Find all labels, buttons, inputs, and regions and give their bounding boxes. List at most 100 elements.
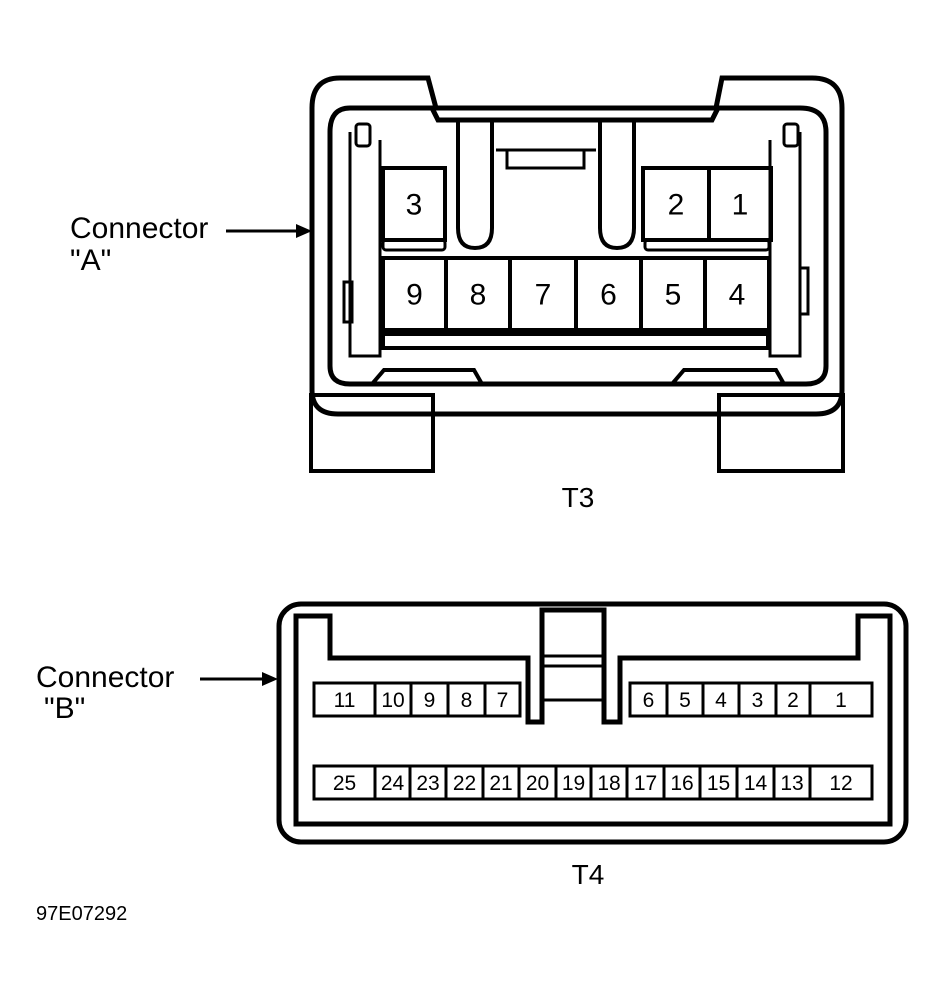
pin-cell: 1	[808, 681, 874, 718]
pin-number: 4	[729, 279, 746, 312]
pin-number: 12	[829, 772, 852, 795]
pin-cell: 1	[707, 166, 773, 242]
connector-a-left-notch	[342, 280, 354, 324]
pin-number: 9	[406, 279, 423, 312]
figure-code: 97E07292	[36, 903, 127, 925]
pin-cell: 3	[381, 166, 447, 242]
pin-number: 10	[381, 689, 404, 712]
pin-number: 13	[780, 772, 803, 795]
pin-cell: 9	[409, 681, 450, 718]
connector-a-center-key	[496, 148, 596, 170]
pin-number: 11	[334, 689, 356, 712]
pin-number: 18	[597, 772, 620, 795]
pin-box	[808, 681, 874, 718]
pin-cell: 25	[312, 764, 377, 801]
pin-number: 8	[470, 279, 487, 312]
pin-cell: 8	[444, 256, 512, 332]
pin-number: 16	[670, 772, 693, 795]
pin-number: 15	[707, 772, 730, 795]
pin-cell: 13	[772, 764, 812, 801]
pin-number: 22	[453, 772, 476, 795]
connector-a-bottom-rail	[381, 332, 770, 350]
pin-cell: 4	[703, 256, 771, 332]
connector-a-right-latch	[782, 122, 800, 148]
pin-number: 17	[634, 772, 657, 795]
pin-number: 25	[333, 772, 356, 795]
pin-cell: 2	[641, 166, 711, 242]
pin-cell: 5	[665, 681, 705, 718]
connector-a-caption: T3	[562, 482, 595, 513]
pin-number: 20	[526, 772, 549, 795]
connector-a-inner-wall	[327, 105, 829, 387]
pin-box	[808, 764, 874, 801]
pin-number: 2	[787, 689, 799, 712]
pin-cell: 11	[312, 681, 377, 718]
pin-cell: 22	[444, 764, 485, 801]
pin-number: 19	[562, 772, 585, 795]
connector-b-housing	[276, 601, 909, 845]
connector-a-left-latch	[354, 122, 372, 148]
connector-a-label-line2: "A"	[70, 244, 111, 277]
pin-cell: 5	[639, 256, 707, 332]
connector-a-pins: 3 2 1 9 8 7 6 5 4	[381, 166, 773, 332]
pin-cell: 12	[808, 764, 874, 801]
connector-b-inner-wall	[293, 607, 893, 827]
pin-number: 23	[416, 772, 439, 795]
pin-cell: 8	[446, 681, 487, 718]
connector-b-center-key	[542, 654, 604, 702]
pin-number: 14	[744, 772, 768, 795]
connector-a-bottom-lip-right	[670, 368, 786, 386]
pin-number: 6	[600, 279, 617, 312]
pin-cell: 4	[701, 681, 741, 718]
pin-number: 2	[668, 189, 685, 222]
connector-a-pin-bar-right	[643, 238, 771, 252]
pin-cell: 9	[381, 256, 448, 332]
pin-box	[483, 681, 522, 718]
pin-cell: 10	[373, 681, 413, 718]
pin-cell: 24	[373, 764, 412, 801]
pin-number: 3	[406, 189, 423, 222]
pin-number: 4	[715, 689, 727, 712]
connector-a-right-leg	[717, 393, 845, 473]
pin-cell: 2	[774, 681, 812, 718]
pin-cell: 18	[589, 764, 629, 801]
connector-a-guide-left	[456, 120, 494, 251]
connector-b-label-line1: Connector	[36, 661, 174, 694]
pin-cell: 23	[408, 764, 448, 801]
pin-cell: 7	[508, 256, 578, 332]
pin-number: 21	[489, 772, 512, 795]
pin-box	[703, 256, 771, 332]
pin-number: 7	[535, 279, 552, 312]
pin-cell: 14	[735, 764, 776, 801]
pin-number: 6	[643, 689, 655, 712]
connector-a: 3 2 1 9 8 7 6 5 4	[309, 75, 845, 473]
pin-cell: 19	[554, 764, 593, 801]
pin-number: 1	[732, 189, 749, 222]
pin-cell: 7	[483, 681, 522, 718]
connector-a-left-leg	[309, 393, 435, 473]
pin-number: 9	[424, 689, 436, 712]
pin-cell: 21	[481, 764, 521, 801]
pin-cell: 15	[698, 764, 739, 801]
pin-number: 5	[665, 279, 682, 312]
pin-number: 8	[461, 689, 473, 712]
pin-cell: 6	[574, 256, 643, 332]
pin-number: 3	[752, 689, 764, 712]
connector-b-caption: T4	[572, 859, 605, 890]
connector-a-guide-right	[598, 120, 636, 251]
connector-b-label-line2: "B"	[44, 692, 85, 725]
pin-cell: 17	[625, 764, 666, 801]
pin-cell: 16	[662, 764, 702, 801]
connector-b-arrow-icon	[200, 672, 278, 686]
pin-cell: 20	[517, 764, 558, 801]
pin-cell: 6	[628, 681, 669, 718]
pin-number: 24	[381, 772, 405, 795]
connector-a-pin-bar-left	[381, 238, 447, 252]
pin-number: 7	[497, 689, 509, 712]
pin-number: 5	[679, 689, 691, 712]
pin-number: 1	[835, 689, 847, 712]
connector-a-housing	[309, 75, 845, 417]
